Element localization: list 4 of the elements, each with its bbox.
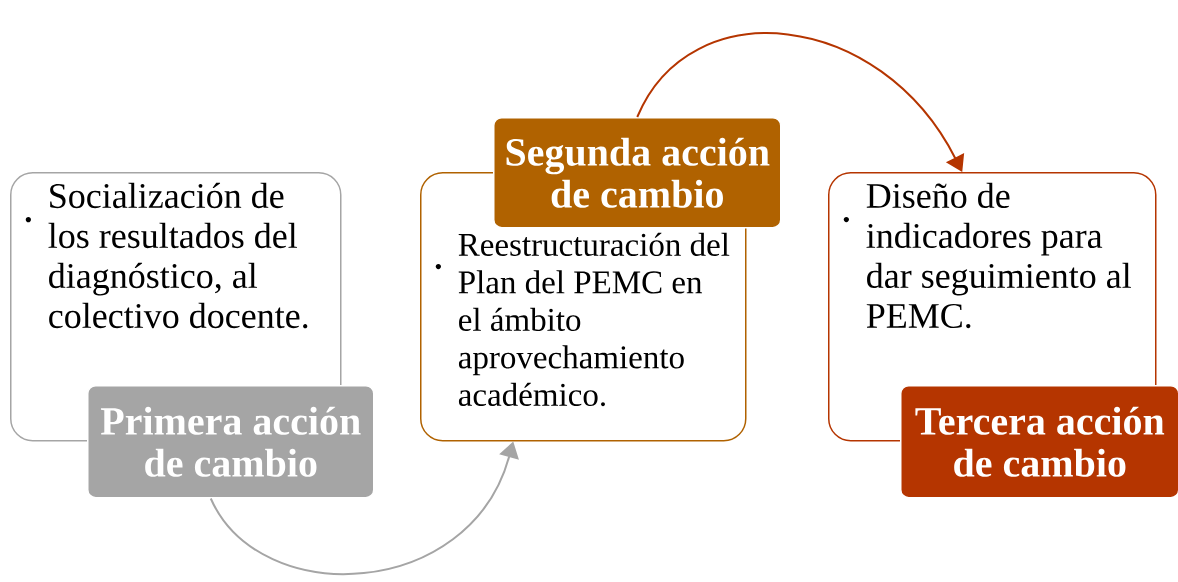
title-box: Tercera acción de cambio (900, 385, 1178, 499)
title-box: Segunda acción de cambio (493, 117, 782, 229)
curved-arrow (636, 32, 965, 172)
title-box: Primera acción de cambio (87, 385, 375, 499)
